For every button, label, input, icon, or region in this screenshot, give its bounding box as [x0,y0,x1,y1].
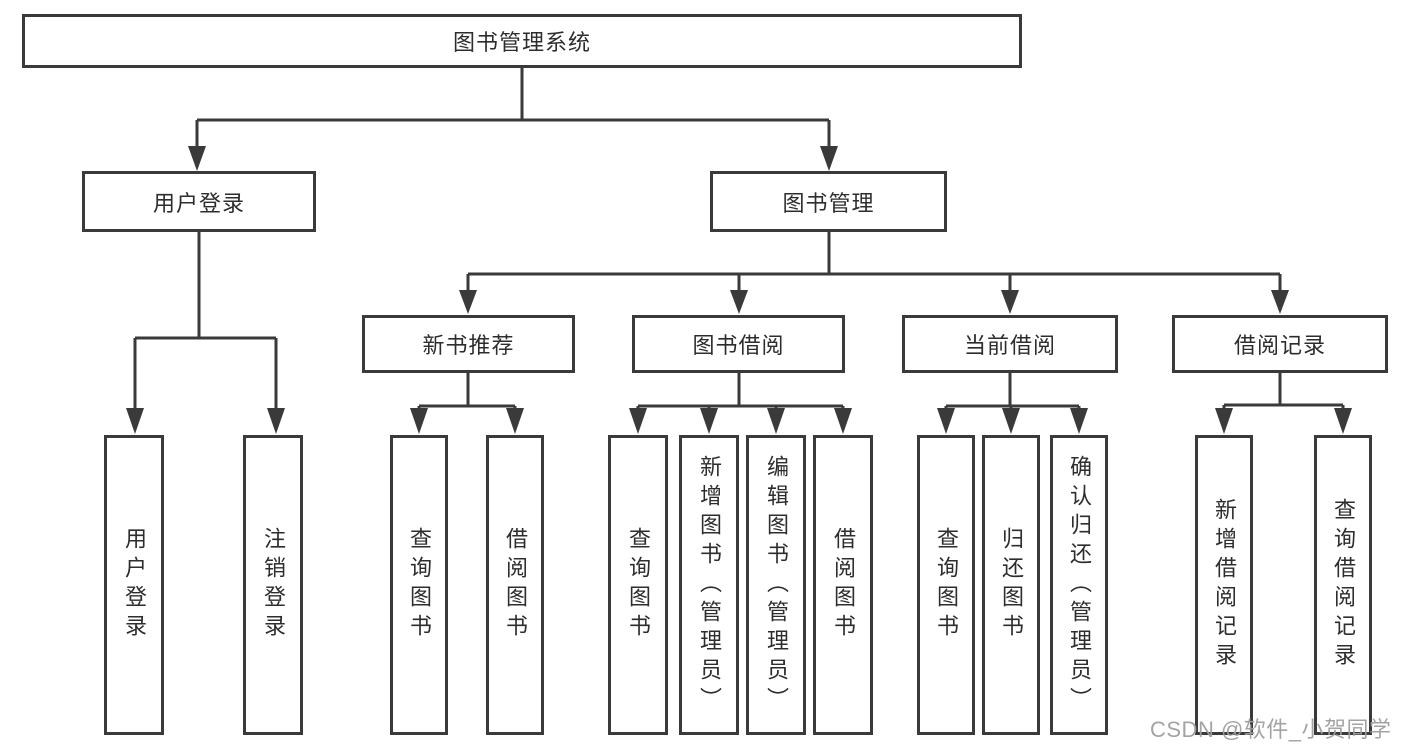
connector-root-to-level2 [188,68,838,171]
connector-mgmt-to-level3 [459,232,1289,314]
leaf-query-books-current: 查询图书 [917,435,975,735]
connector-records-to-leaves [1215,373,1352,434]
csdn-watermark: CSDN @软件_小贺同学 [1150,717,1392,742]
node-new-book-recommend: 新书推荐 [362,315,575,373]
connector-login-to-leaves [126,232,285,434]
leaf-confirm-return-admin: 确认归还（管理员） [1050,435,1108,735]
leaf-edit-books-admin: 编辑图书（管理员） [746,435,806,735]
leaf-borrow-books: 借阅图书 [813,435,873,735]
leaf-logout: 注销登录 [243,435,303,735]
node-user-login-branch: 用户登录 [82,171,316,232]
connector-current-to-leaves [937,373,1088,434]
node-library-management-system: 图书管理系统 [22,14,1022,68]
leaf-add-books-admin: 新增图书（管理员） [679,435,739,735]
leaf-borrow-books-recommend: 借阅图书 [486,435,544,735]
node-current-borrow: 当前借阅 [902,315,1118,373]
node-borrow-records: 借阅记录 [1172,315,1388,373]
connector-borrow-to-leaves [629,373,852,434]
leaf-query-books-recommend: 查询图书 [390,435,448,735]
leaf-query-books-borrow: 查询图书 [608,435,668,735]
leaf-add-borrow-record: 新增借阅记录 [1195,435,1253,735]
leaf-query-borrow-record: 查询借阅记录 [1314,435,1372,735]
connector-recommend-to-leaves [410,373,524,434]
node-book-management-branch: 图书管理 [710,171,947,232]
leaf-return-books: 归还图书 [982,435,1040,735]
node-book-borrow: 图书借阅 [632,315,845,373]
leaf-user-login: 用户登录 [104,435,164,735]
